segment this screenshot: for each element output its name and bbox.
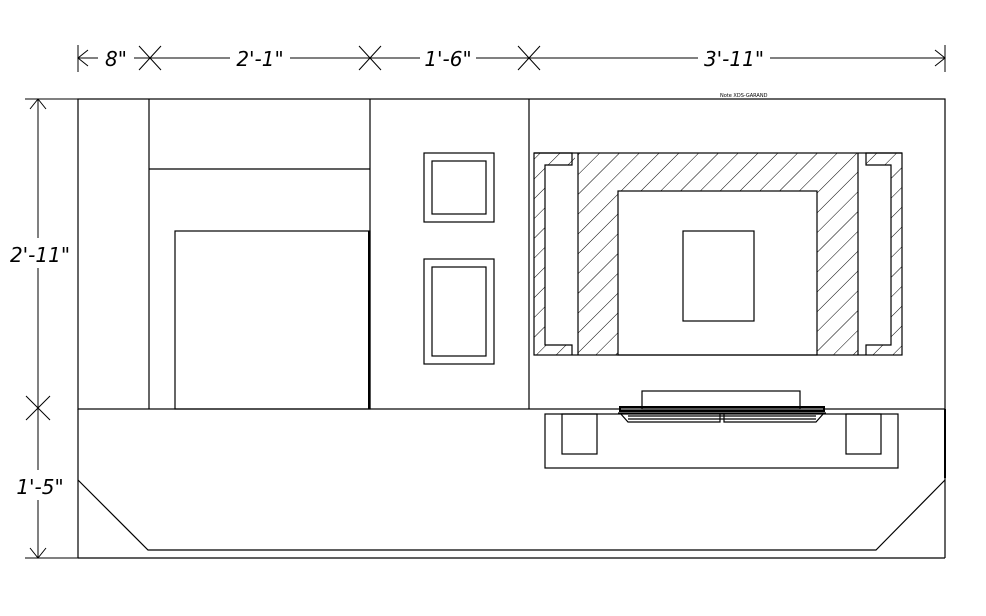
- dim-label-1ft5in: 1'-5": [16, 475, 63, 499]
- dim-label-1ft6in: 1'-6": [424, 47, 471, 71]
- left-dimension-line: 2'-11" 1'-5": [4, 98, 78, 559]
- wall-elevation: [77, 98, 946, 559]
- drawing-note: Note XDS-GARAND: [720, 93, 768, 99]
- dim-label-3ft11in: 3'-11": [704, 47, 764, 71]
- dim-label-2ft11in: 2'-11": [10, 243, 70, 267]
- door-panel: [149, 168, 371, 410]
- tv-panel: Note XDS-GARAND: [533, 93, 903, 356]
- console-unit: [544, 390, 899, 469]
- dim-label-2ft1in: 2'-1": [236, 47, 283, 71]
- picture-frames: [423, 152, 495, 365]
- dim-label-8in: 8": [105, 47, 127, 71]
- top-dimension-line: 8" 2'-1" 1'-6" 3'-11": [77, 45, 946, 72]
